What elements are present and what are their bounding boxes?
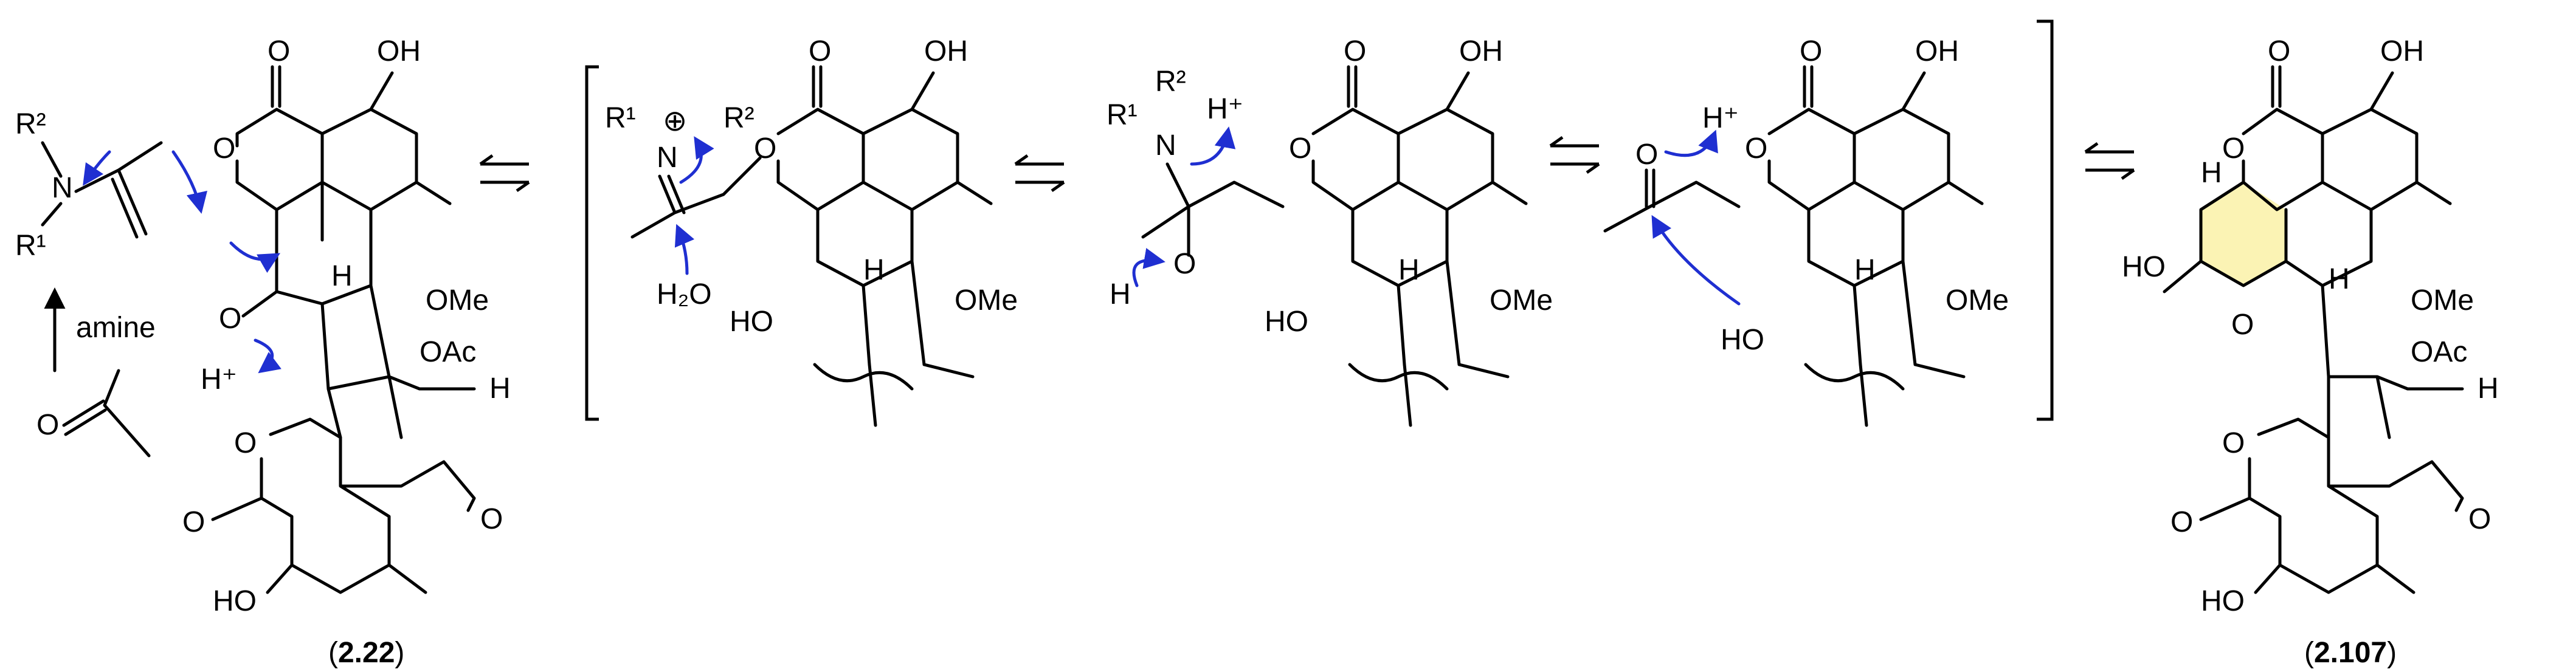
lower-carbonyl-o-label: O <box>182 506 205 538</box>
iminium-r2-label: R² <box>723 102 754 134</box>
h-label-2: H <box>489 372 511 405</box>
int2-ring-o-label: O <box>1289 132 1311 165</box>
water-label: H₂O <box>657 278 712 310</box>
hemi-oh-h-label: H <box>1110 278 1131 310</box>
prod-oh-label: OH <box>2380 35 2424 67</box>
intermediate-bracket-right <box>2037 19 2054 421</box>
int2-oh-label: OH <box>1459 35 1503 67</box>
prod-lower-lactone-o-label: O <box>2222 427 2245 459</box>
amine-condensation-step: amine O <box>36 287 156 458</box>
prod-lower-ketone-o-label: O <box>2468 503 2491 535</box>
ketone-proton-arrow <box>1664 129 1718 157</box>
equilibrium-arrow-3 <box>1549 135 1600 174</box>
h-label-1: H <box>331 260 353 292</box>
hemi-proton-label: H⁺ <box>1207 93 1243 125</box>
prod-ome-label: OMe <box>2411 284 2474 317</box>
r2-label: R² <box>15 108 46 140</box>
water-attack-arrow <box>674 224 695 275</box>
compound-2-107-label: (2.107) <box>2304 637 2397 669</box>
hemiaminal-intermediate: R¹ R² H⁺ N H O O OH O H OMe HO <box>1107 35 1553 427</box>
acetone-oxygen-label: O <box>36 409 59 441</box>
int2-ho-label: HO <box>1265 306 1308 338</box>
lower-ho-label: HO <box>213 585 257 617</box>
int1-h-label: H <box>863 254 885 286</box>
enol-attack-arrow <box>1651 214 1741 306</box>
oac-label: OAc <box>420 336 476 368</box>
phenol-oh-label: OH <box>377 35 421 67</box>
amine-label: amine <box>76 312 156 344</box>
prod-ring-o-label: O <box>2222 132 2245 165</box>
int3-ho-label: HO <box>1721 324 1764 356</box>
hemi-r1-label: R¹ <box>1107 99 1138 131</box>
iminium-arrow-1 <box>679 136 714 184</box>
iminium-r1-label: R¹ <box>605 102 636 134</box>
hemi-oh-o-label: O <box>1173 248 1196 280</box>
pyran-ring-highlight <box>2201 182 2286 286</box>
lactone-ring-o-label: O <box>213 132 235 165</box>
iminium-intermediate: R¹ ⊕ R² N H₂O O OH O H OMe HO <box>605 35 1018 427</box>
int3-oh-label: OH <box>1915 35 1959 67</box>
intermediate-bracket-left <box>585 65 599 421</box>
int3-ome-label: OMe <box>1946 284 2009 317</box>
r1-label: R¹ <box>15 230 46 262</box>
int1-ho-label: HO <box>730 306 773 338</box>
int1-ring-o-label: O <box>754 132 776 165</box>
compound-2-107: O OH O H HO O H OMe OAc H O O O HO (2.10… <box>2122 35 2499 669</box>
hemi-o-arrow <box>1132 248 1165 287</box>
equilibrium-arrow-1 <box>479 154 530 193</box>
n-lone-pair-arrow <box>83 150 111 186</box>
compound-2-22-label: (2.22) <box>328 637 404 669</box>
int2-ome-label: OMe <box>1490 284 1553 317</box>
int2-carbonyl-o-label: O <box>1344 35 1366 67</box>
enamine-reagent: R² N R¹ <box>15 108 208 262</box>
int1-carbonyl-o-label: O <box>809 35 831 67</box>
lactone-carbonyl-o-label: O <box>268 35 290 67</box>
int1-oh-label: OH <box>924 35 968 67</box>
int1-ome-label: OMe <box>955 284 1018 317</box>
proton-label: H⁺ <box>201 363 237 396</box>
prod-hemiketal-ho-label: HO <box>2122 251 2166 283</box>
compound-2-22: O OH O O H OMe H⁺ OAc H O O O HO (2.22) <box>182 35 511 669</box>
hemi-proton-arrow <box>1190 126 1236 166</box>
hemi-n-label: N <box>1155 129 1176 162</box>
ketone-int-o-label: O <box>1635 139 1658 171</box>
prod-lower-carbonyl-o-label: O <box>2170 506 2193 538</box>
lower-ketone-o-label: O <box>480 503 503 535</box>
int3-h-label: H <box>1854 254 1876 286</box>
ketone-intermediate: O H⁺ O OH O H OMe HO <box>1603 35 2009 427</box>
hemi-r2-label: R² <box>1155 66 1186 98</box>
iminium-n-label: N <box>657 142 678 174</box>
int3-ring-o-label: O <box>1745 132 1767 165</box>
lower-lactone-o-label: O <box>234 427 257 459</box>
int2-h-label: H <box>1398 254 1420 286</box>
equilibrium-arrow-2 <box>1014 154 1065 193</box>
ome-label: OMe <box>426 284 489 317</box>
prod-pyran-o-label: O <box>2231 309 2254 341</box>
prod-carbonyl-o-label: O <box>2268 35 2290 67</box>
nitrogen-label: N <box>52 172 73 204</box>
prod-oac-label: OAc <box>2411 336 2467 368</box>
iminium-charge-label: ⊕ <box>663 105 687 137</box>
prod-h-label-1: H <box>2201 157 2222 189</box>
prod-h-label-2: H <box>2329 263 2350 295</box>
electron-push-arrow-1 <box>229 241 281 273</box>
ketone-int-proton-label: H⁺ <box>1702 102 1739 134</box>
prod-h-label-3: H <box>2478 372 2499 405</box>
equilibrium-arrow-4 <box>2084 142 2135 180</box>
int3-carbonyl-o-label: O <box>1800 35 1822 67</box>
enamine-attack-arrow <box>171 150 208 214</box>
prod-lower-ho-label: HO <box>2201 585 2245 617</box>
ketone-o-label: O <box>219 303 241 335</box>
electron-push-arrow-2 <box>254 338 281 374</box>
